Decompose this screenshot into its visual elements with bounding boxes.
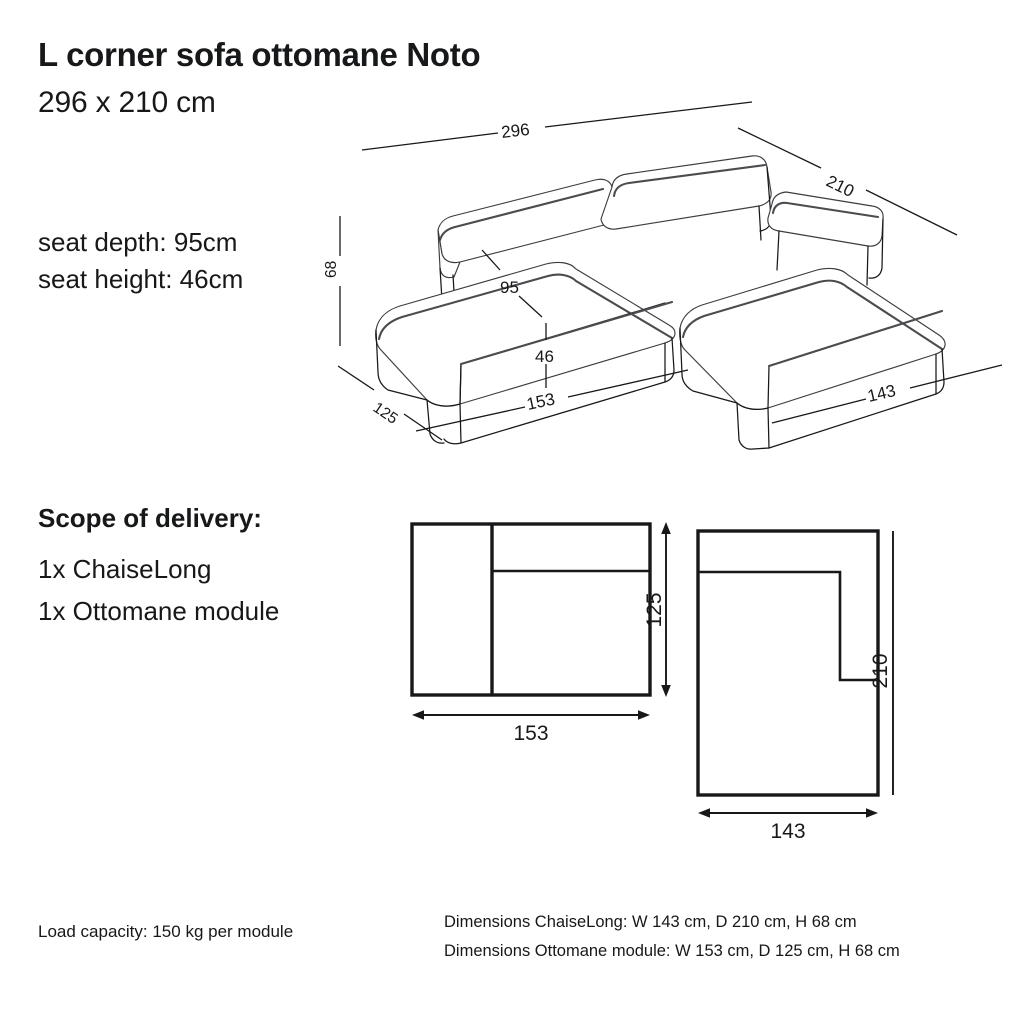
dimension-label-153: 153 [525,389,557,413]
plan-label-125: 125 [643,592,666,627]
page-subtitle: 296 x 210 cm [38,86,216,119]
list-item: 1x Ottomane module [38,596,280,627]
dimension-296: 296 [361,101,753,151]
scope-of-delivery-list: 1x ChaiseLong 1x Ottomane module [38,548,279,632]
chaiselong-seat-cushion [679,267,946,450]
chaise-armrest [767,191,884,286]
dimension-arrow-125: 125 [643,522,671,697]
seat-height-text: seat height: 46cm [38,264,244,295]
dimension-46: 46 [535,323,554,388]
dimension-label-143: 143 [866,381,898,406]
plan-label-143: 143 [770,820,805,843]
plan-label-153: 153 [513,722,548,745]
dimension-68: 68 [323,216,341,346]
module-plan-drawings: 125 153 210 [380,495,1024,855]
page-title: L corner sofa ottomane Noto [38,36,481,73]
dimensions-chaiselong-text: Dimensions ChaiseLong: W 143 cm, D 210 c… [444,913,857,931]
dimensions-text-block: Dimensions ChaiseLong: W 143 cm, D 210 c… [444,908,900,966]
dimension-label-95: 95 [500,278,519,297]
dimension-label-125: 125 [370,399,401,428]
dimension-143: 143 [771,364,1003,424]
dimension-label-68: 68 [323,261,340,278]
dimension-95: 95 [481,249,543,318]
dimensions-ottomane-text: Dimensions Ottomane module: W 153 cm, D … [444,941,900,960]
dimension-label-46: 46 [535,347,554,366]
dimension-line-210: 210 [869,531,894,795]
sofa-illustration [375,155,946,450]
chaiselong-module-plan: 210 143 [696,529,894,843]
center-backrest [600,155,772,241]
dimension-arrow-153: 153 [412,710,650,745]
ottomane-seat-cushion [375,261,676,445]
dimension-label-296: 296 [500,120,530,142]
load-capacity-text: Load capacity: 150 kg per module [38,922,294,941]
dimension-label-210: 210 [823,172,857,202]
plan-label-210: 210 [869,653,892,688]
seat-specs: seat depth: 95cm seat height: 46cm [38,224,243,299]
scope-of-delivery-heading: Scope of delivery: [38,503,262,533]
ottomane-module-plan: 125 153 [410,522,671,745]
list-item: 1x ChaiseLong [38,554,212,584]
seat-depth-text: seat depth: 95cm [38,227,238,257]
sofa-perspective-drawing: 296 210 68 125 [320,101,1024,450]
dimension-arrow-143: 143 [698,808,878,843]
